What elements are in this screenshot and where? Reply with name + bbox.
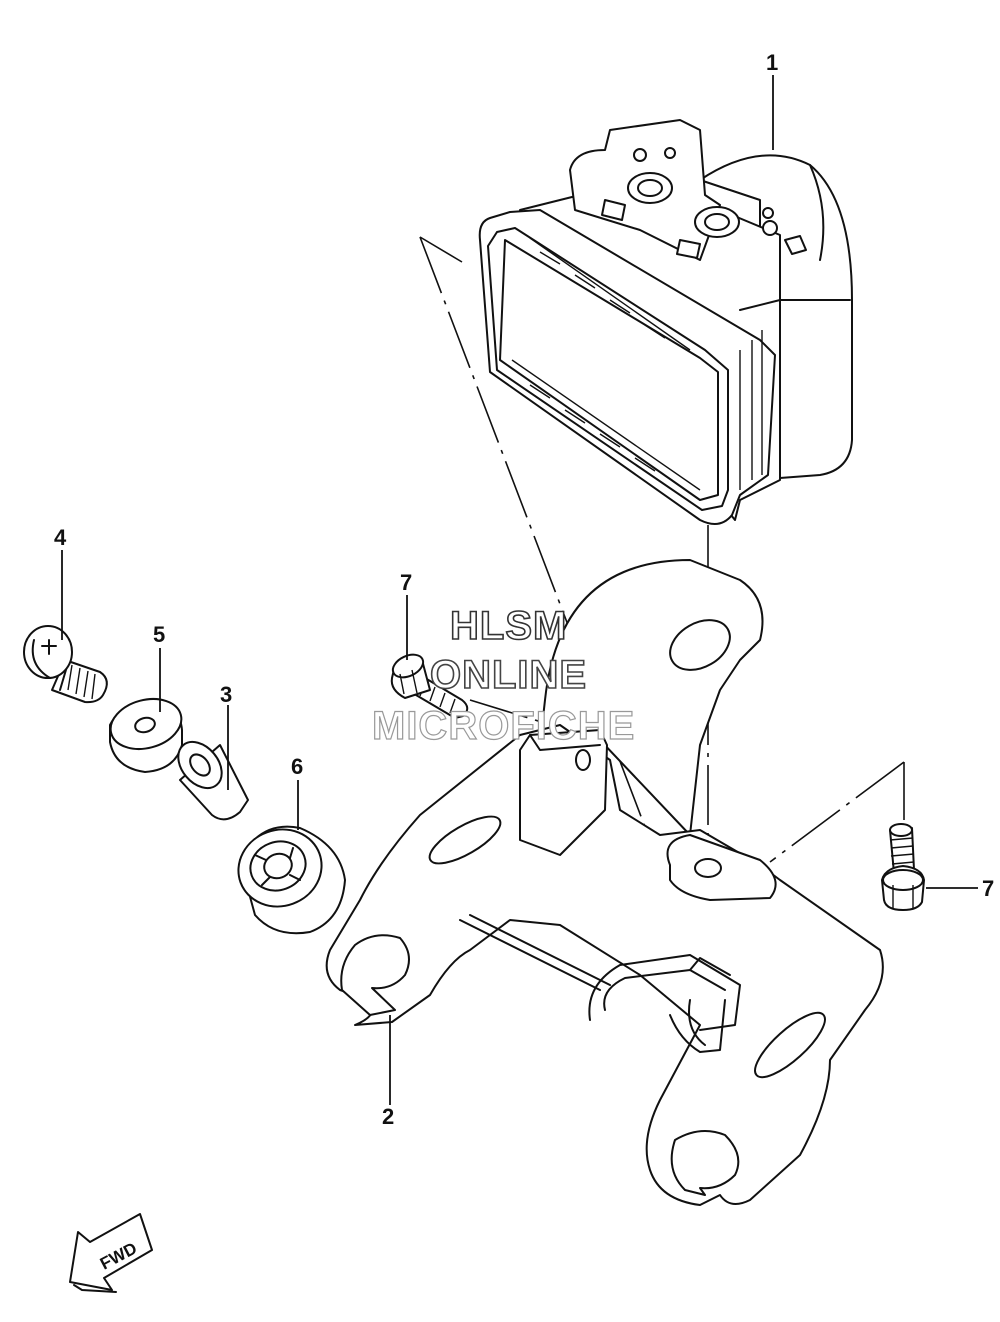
callout-2: 2 [382, 1104, 395, 1129]
bolt-part-7-left [390, 653, 469, 719]
callout-1: 1 [766, 50, 779, 75]
fwd-arrow-icon [69, 1213, 153, 1293]
watermark-line-3: MICROFICHE [371, 704, 636, 748]
collar-part-3 [177, 740, 249, 821]
watermark-line-2: ONLINE [429, 653, 588, 697]
callout-7-left: 7 [400, 570, 413, 595]
leader-lines [61, 75, 978, 1105]
washer-part-5 [109, 698, 183, 773]
callout-3: 3 [220, 682, 233, 707]
abs-bracket [325, 559, 884, 1206]
watermark-line-1: HLSM [449, 604, 568, 648]
callout-6: 6 [291, 754, 304, 779]
abs-hydraulic-unit [478, 119, 853, 525]
callout-5: 5 [153, 622, 166, 647]
callout-4: 4 [54, 525, 67, 550]
grommet-part-6 [237, 825, 346, 935]
callout-7-right: 7 [982, 876, 995, 901]
bolt-part-7-right [881, 823, 925, 911]
screw-part-4 [23, 625, 108, 704]
